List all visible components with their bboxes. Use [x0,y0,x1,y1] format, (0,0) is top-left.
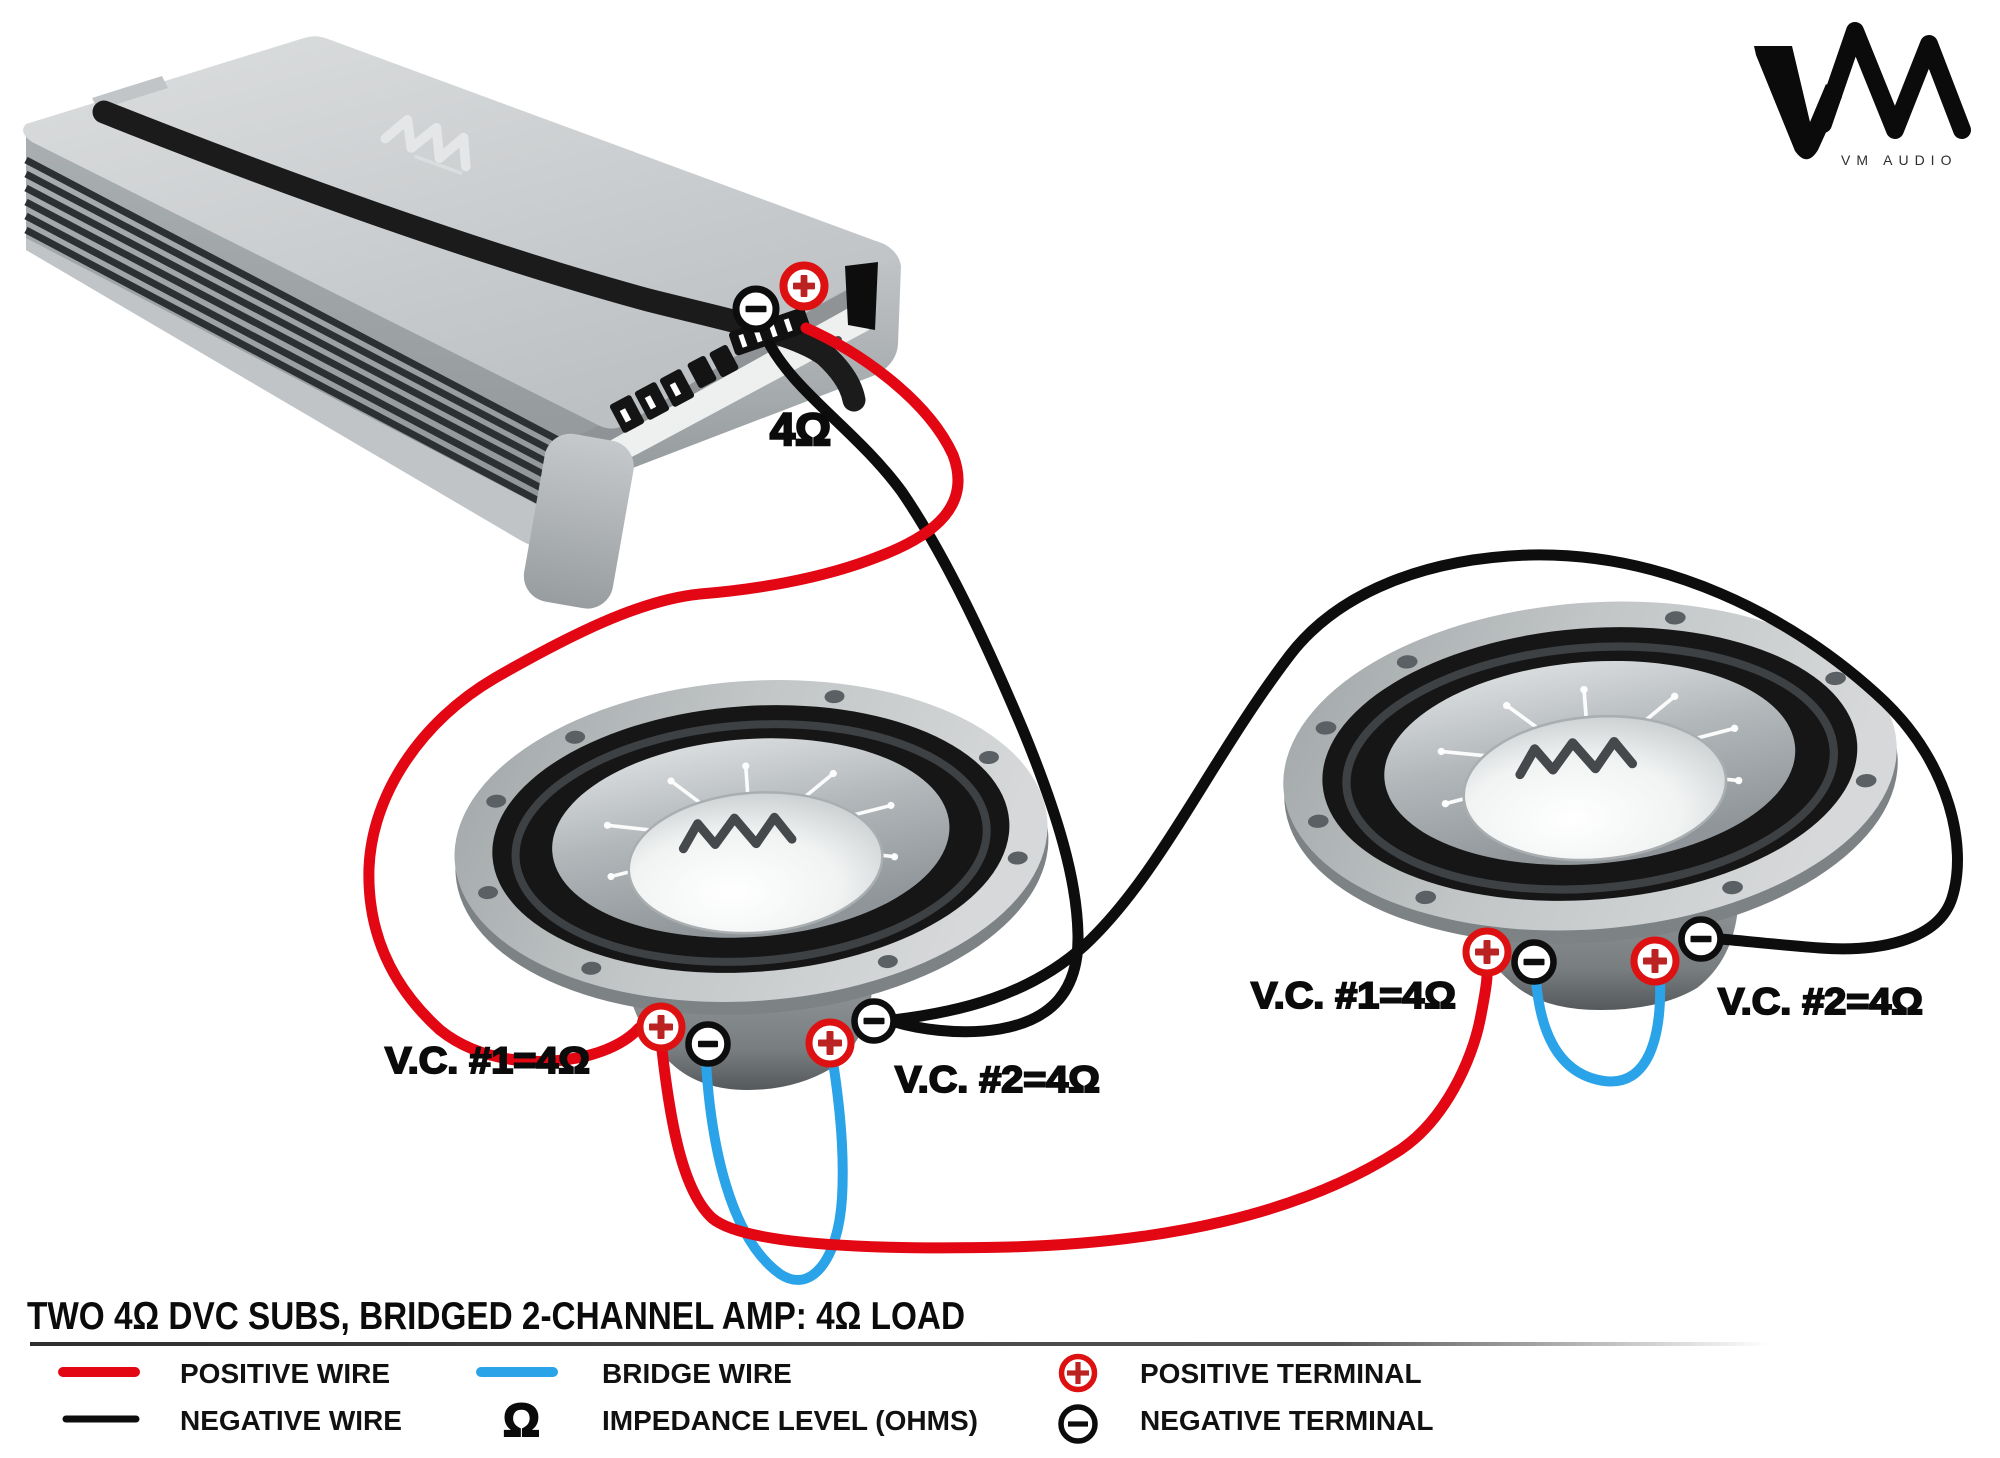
svg-text:POSITIVE WIRE: POSITIVE WIRE [180,1358,390,1389]
svg-text:4Ω: 4Ω [770,404,831,455]
svg-text:VM AUDIO: VM AUDIO [1841,152,1957,168]
svg-text:V.C. #1=4Ω: V.C. #1=4Ω [1251,975,1456,1016]
svg-text:IMPEDANCE LEVEL (OHMS): IMPEDANCE LEVEL (OHMS) [602,1405,978,1436]
svg-text:V.C. #2=4Ω: V.C. #2=4Ω [895,1059,1100,1100]
svg-text:V.C. #1=4Ω: V.C. #1=4Ω [385,1040,590,1081]
svg-text:NEGATIVE WIRE: NEGATIVE WIRE [180,1405,402,1436]
svg-text:BRIDGE WIRE: BRIDGE WIRE [602,1358,792,1389]
svg-text:Ω: Ω [503,1394,540,1446]
svg-text:V.C. #2=4Ω: V.C. #2=4Ω [1718,981,1923,1022]
svg-text:TWO 4Ω DVC SUBS, BRIDGED 2-CHA: TWO 4Ω DVC SUBS, BRIDGED 2-CHANNEL AMP: … [27,1295,965,1338]
svg-text:NEGATIVE TERMINAL: NEGATIVE TERMINAL [1140,1405,1433,1436]
svg-text:POSITIVE TERMINAL: POSITIVE TERMINAL [1140,1358,1422,1389]
